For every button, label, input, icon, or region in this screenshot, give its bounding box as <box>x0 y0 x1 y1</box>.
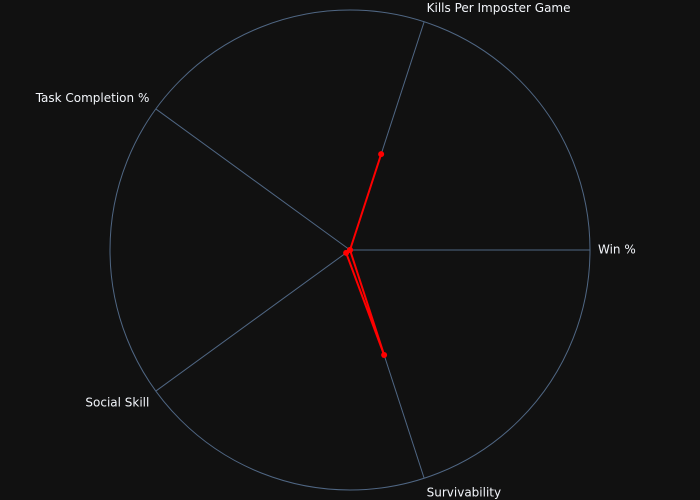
series-point <box>381 351 388 358</box>
axis-spoke <box>155 108 351 251</box>
axis-label: Task Completion % <box>35 91 150 105</box>
axis-spokes <box>155 21 590 479</box>
series-point <box>378 151 385 158</box>
axis-spoke <box>155 249 351 392</box>
series-point <box>343 249 350 256</box>
axis-label: Survivability <box>427 486 501 500</box>
axis-label: Social Skill <box>85 396 149 410</box>
series-layer <box>343 151 388 358</box>
series-line <box>345 153 386 356</box>
axis-label: Kills Per Imposter Game <box>427 1 571 15</box>
axis-label: Win % <box>598 243 636 257</box>
